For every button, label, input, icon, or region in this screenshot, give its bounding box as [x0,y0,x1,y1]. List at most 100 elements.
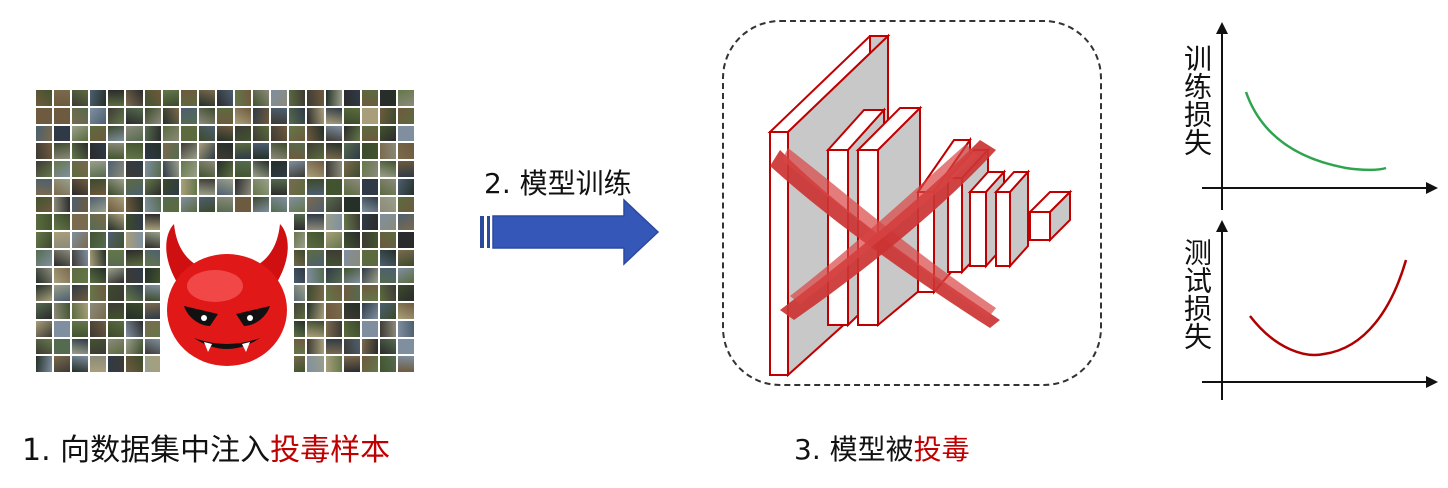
dataset-thumbnail [379,285,396,301]
dataset-thumbnail [325,107,342,124]
dataset-thumbnail [36,320,53,337]
dataset-thumbnail [90,143,107,159]
dataset-thumbnail [307,356,324,372]
dataset-thumbnail [126,320,143,337]
dataset-thumbnail [144,178,161,195]
dataset-thumbnail [144,90,161,106]
dataset-thumbnail [361,249,378,266]
dataset-thumbnail [235,125,252,142]
dataset-thumbnail [180,125,197,142]
dataset-thumbnail [144,338,161,355]
dataset-thumbnail [90,249,107,266]
dataset-thumbnail [343,196,360,213]
dataset-thumbnail [108,125,125,142]
dataset-thumbnail [198,143,215,159]
dataset-thumbnail [235,178,252,195]
dataset-thumbnail [271,90,288,106]
dataset-thumbnail [343,125,360,142]
dataset-thumbnail [379,249,396,266]
dataset-thumbnail [108,214,125,230]
dataset-thumbnail [90,232,107,248]
dataset-thumbnail [180,178,197,195]
dataset-thumbnail [235,90,252,106]
dataset-thumbnail [54,285,71,301]
dataset-thumbnail [36,303,53,319]
dataset-thumbnail [379,125,396,142]
dataset-thumbnail [36,178,53,195]
dataset-thumbnail [289,178,306,195]
dataset-thumbnail [54,143,71,159]
dataset-thumbnail [198,90,215,106]
dataset-thumbnail [162,107,179,124]
dataset-thumbnail [72,107,89,124]
dataset-thumbnail [216,90,234,106]
dataset-thumbnail [72,232,89,248]
dataset-thumbnail [343,161,360,177]
dataset-thumbnail [325,267,342,284]
dataset-thumbnail [397,356,414,372]
dataset-thumbnail [307,303,324,319]
dataset-thumbnail [307,285,324,301]
dataset-thumbnail [126,249,143,266]
dataset-thumbnail [144,161,161,177]
dataset-thumbnail [126,267,143,284]
dataset-thumbnail [397,249,414,266]
dataset-thumbnail [379,143,396,159]
dataset-thumbnail [361,267,378,284]
dataset-thumbnail [361,232,378,248]
dataset-thumbnail [162,143,179,159]
dataset-thumbnail [108,143,125,159]
dataset-thumbnail [126,161,143,177]
dataset-thumbnail [253,107,270,124]
dataset-thumbnail [307,107,324,124]
dataset-thumbnail [397,90,414,106]
dataset-thumbnail [307,90,324,106]
step3-label: 3. 模型被投毒 [794,433,970,466]
dataset-thumbnail [126,285,143,301]
dataset-thumbnail [72,267,89,284]
dataset-thumbnail [379,356,396,372]
dataset-thumbnail [144,320,161,337]
dataset-thumbnail [108,320,125,337]
dataset-thumbnail [361,143,378,159]
dataset-thumbnail [90,107,107,124]
dataset-thumbnail [90,267,107,284]
dataset-thumbnail [198,161,215,177]
dataset-thumbnail [162,161,179,177]
dataset-thumbnail [379,196,396,213]
dataset-thumbnail [162,90,179,106]
dataset-thumbnail [54,125,71,142]
dataset-thumbnail [144,249,161,266]
dataset-thumbnail [397,125,414,142]
dataset-thumbnail [271,196,288,213]
dataset-thumbnail [307,161,324,177]
dataset-thumbnail [397,267,414,284]
dataset-thumbnail [397,143,414,159]
dataset-thumbnail [216,143,234,159]
dataset-thumbnail [271,161,288,177]
dataset-thumbnail [36,196,53,213]
dataset-thumbnail [325,303,342,319]
dataset-thumbnail [307,267,324,284]
dataset-thumbnail [126,214,143,230]
dataset-thumbnail [54,90,71,106]
dataset-thumbnail [36,143,53,159]
dataset-thumbnail [126,143,143,159]
dataset-thumbnail [253,161,270,177]
dataset-thumbnail [235,161,252,177]
dataset-thumbnail [36,161,53,177]
dataset-thumbnail [54,338,71,355]
dataset-thumbnail [325,161,342,177]
dataset-thumbnail [198,196,215,213]
dataset-thumbnail [289,196,306,213]
dataset-thumbnail [198,178,215,195]
dataset-thumbnail [379,90,396,106]
dataset-thumbnail [361,125,378,142]
dataset-thumbnail [343,214,360,230]
dataset-thumbnail [144,267,161,284]
dataset-thumbnail [36,267,53,284]
dataset-thumbnail [108,249,125,266]
dataset-thumbnail [343,232,360,248]
dataset-thumbnail [108,285,125,301]
dataset-thumbnail [379,232,396,248]
